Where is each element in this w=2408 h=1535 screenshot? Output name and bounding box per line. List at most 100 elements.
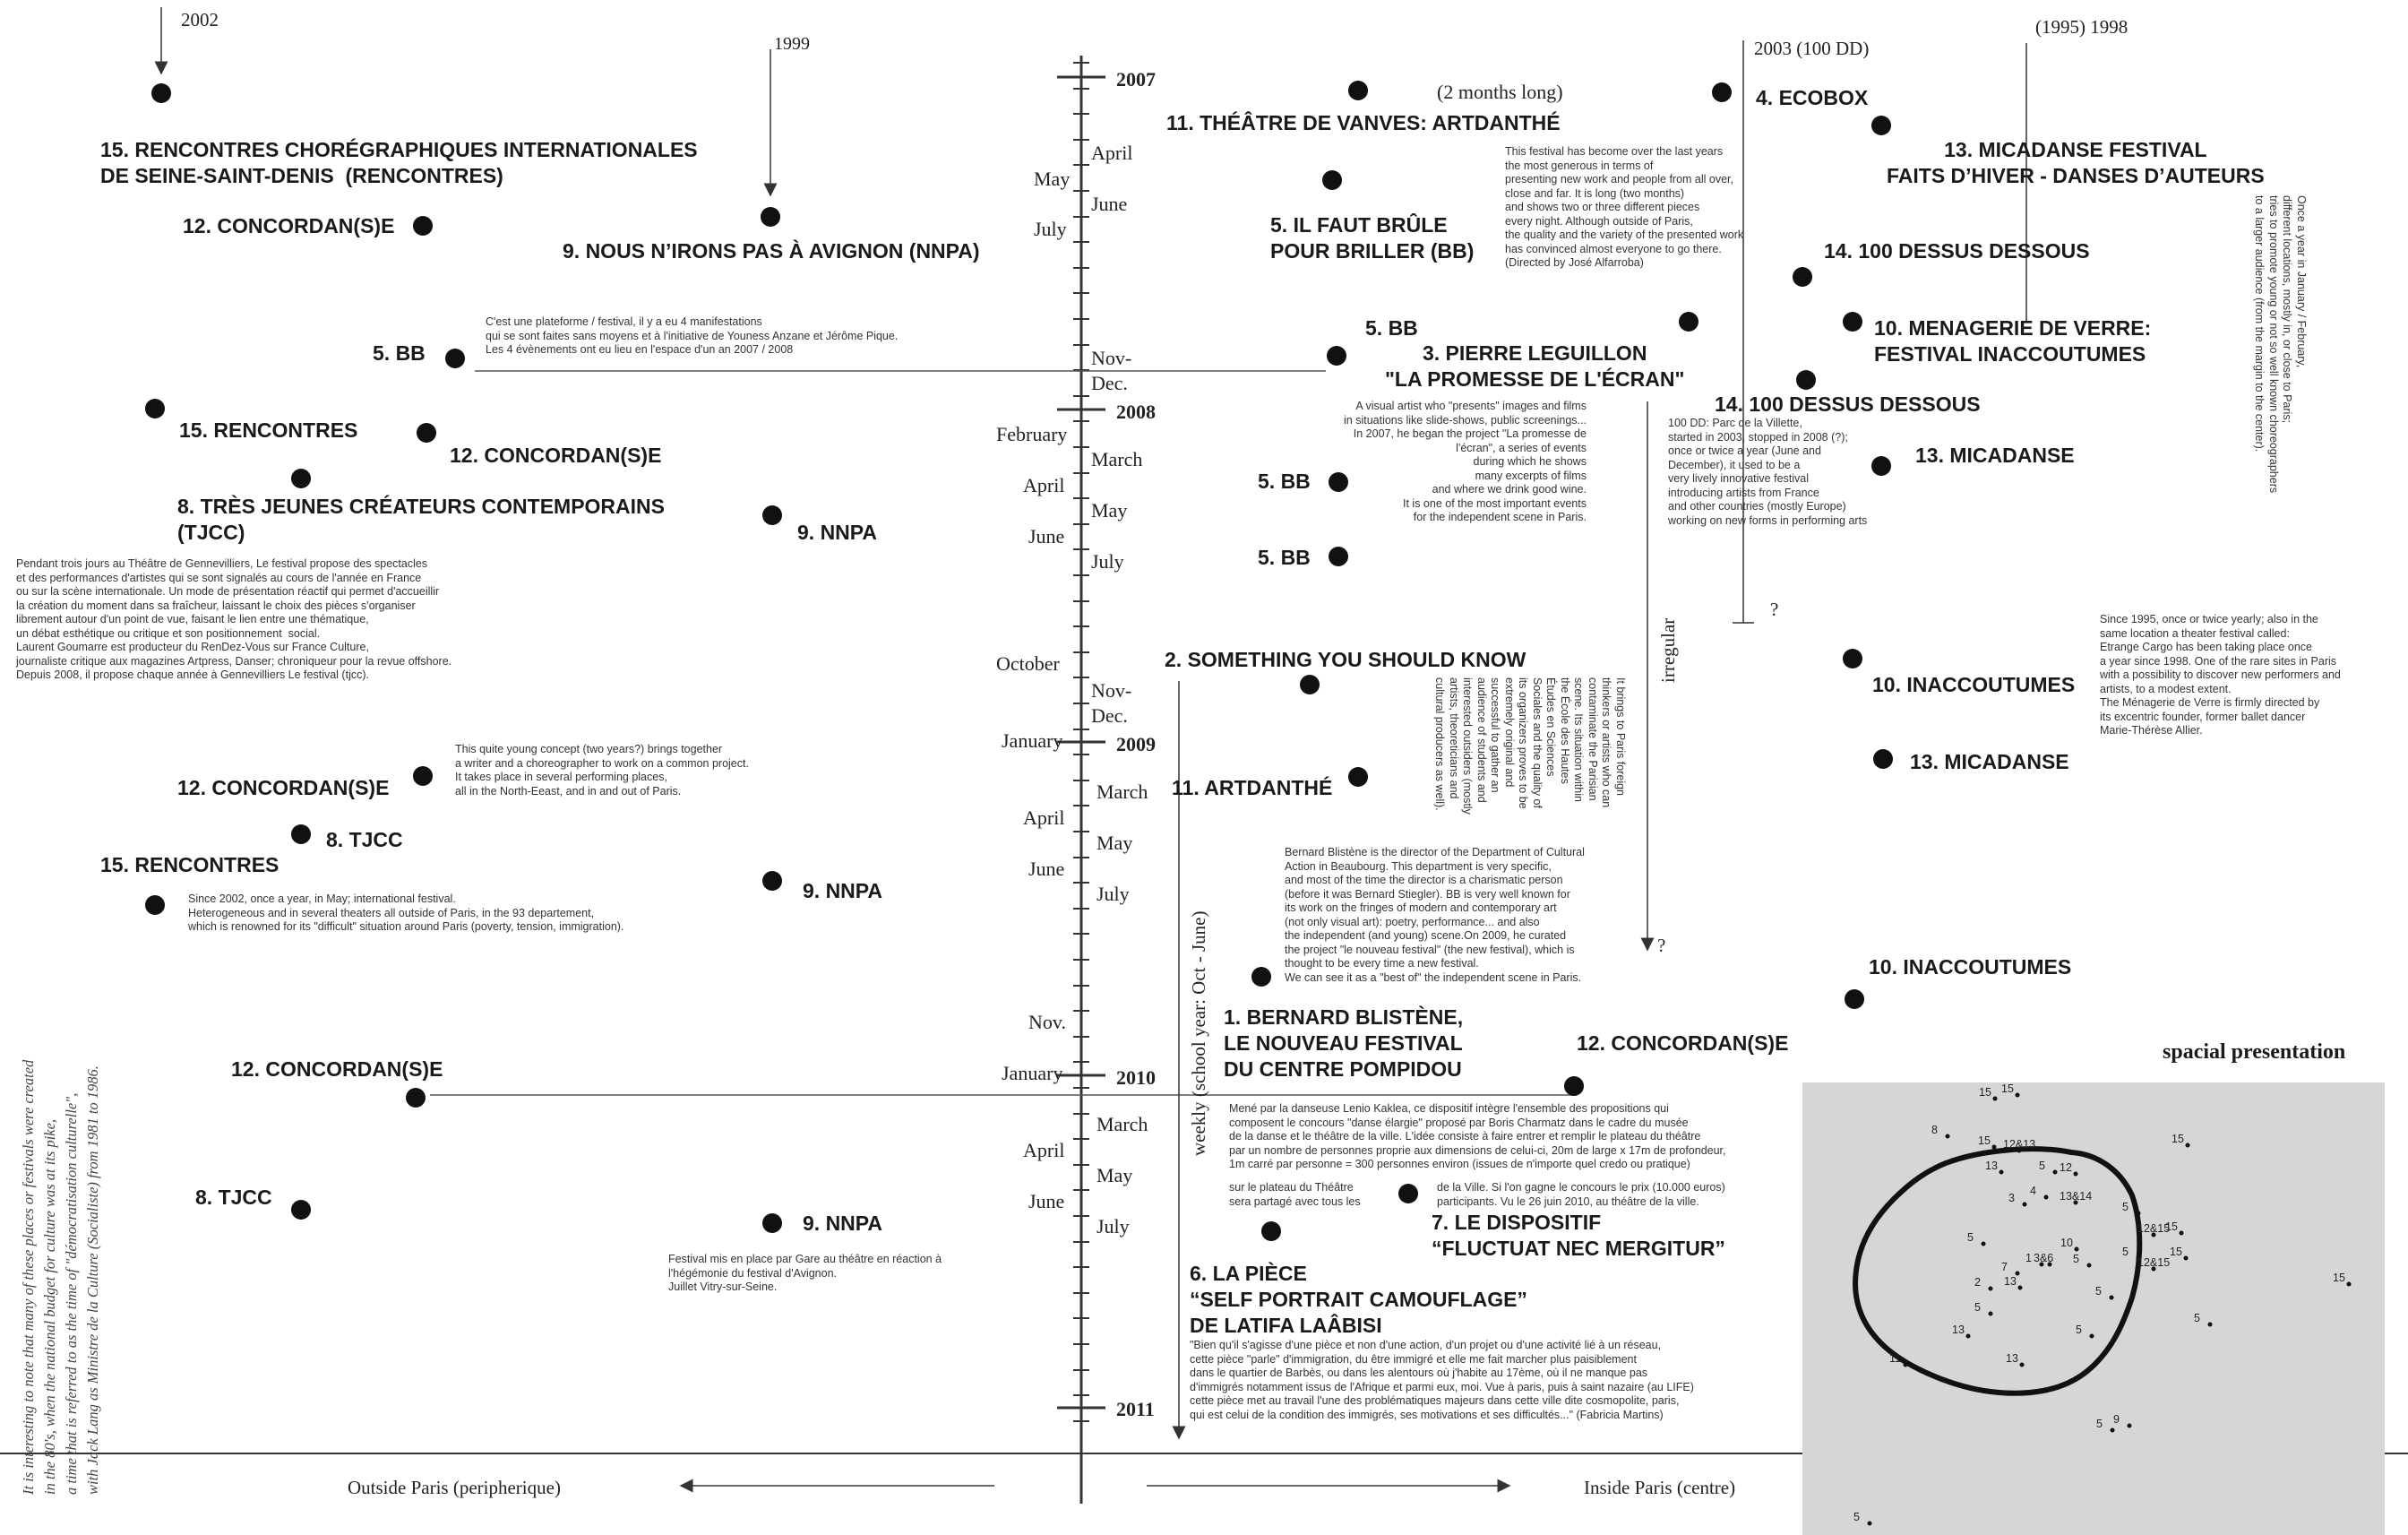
dot-bb-r2 <box>1329 472 1348 492</box>
event-nnpa-full: 9. NOUS N’IRONS PAS À AVIGNON (NNPA) <box>563 239 980 263</box>
map-marker-label: 5 <box>2122 1201 2128 1213</box>
map-marker-label: 15 <box>2001 1082 2014 1095</box>
map-marker-label: 5 <box>2095 1285 2102 1298</box>
question-mark-1: ? <box>1770 599 1779 620</box>
dot-faut-bruler <box>1322 170 1342 190</box>
note-bb: C'est une plateforme / festival, il y a … <box>486 315 899 356</box>
month-april-2009: April <box>1023 806 1065 829</box>
map-marker-dot <box>2109 1295 2114 1300</box>
map-marker-label: 5 <box>1974 1301 1981 1314</box>
note-blistene: Bernard Blistène is the director of the … <box>1285 846 1585 984</box>
event-inaccoutumes-2: 10. INACCOUTUMES <box>1869 955 2072 979</box>
dot-nnpa-2007 <box>761 207 780 227</box>
event-bb-r2: 5. BB <box>1258 470 1311 493</box>
month-oct-2008: October <box>996 652 1060 675</box>
map-marker-label: 15 <box>2172 1133 2184 1145</box>
map-title: spacial presentation <box>2163 1040 2346 1064</box>
marker-2003: 2003 (100 DD) <box>1754 38 1870 59</box>
event-concordanse-3: 12. CONCORDAN(S)E <box>177 776 390 799</box>
event-concordanse-4: 12. CONCORDAN(S)E <box>231 1057 443 1081</box>
event-tjcc-3: 8. TJCC <box>195 1186 272 1209</box>
dot-nnpa-2008 <box>762 505 782 525</box>
map-marker-label: 13&14 <box>2060 1190 2093 1203</box>
outside-paris-label: Outside Paris (peripherique) <box>348 1477 561 1498</box>
year-2009: 2009 <box>1116 733 1156 755</box>
dot-rencontres-2009 <box>145 895 165 915</box>
month-april-2008: April <box>1023 474 1065 496</box>
event-rencontres-3: 15. RENCONTRES <box>100 853 280 876</box>
note-dispositif-c: de la Ville. Si l'on gagne le concours l… <box>1437 1181 1725 1208</box>
map-marker-dot <box>2151 1266 2156 1272</box>
note-rencontres: Since 2002, once a year, in May; interna… <box>188 893 624 933</box>
map-marker-dot <box>2015 1092 2020 1098</box>
month-feb-2008: February <box>996 423 1068 445</box>
dot-something <box>1300 675 1320 694</box>
map-marker-dot <box>1999 1169 2004 1175</box>
map-marker-label: 5 <box>2076 1324 2082 1336</box>
event-faut-bruler: 5. IL FAUT BRÛLE POUR BRILLER (BB) <box>1270 213 1475 263</box>
dot-vanves-2007 <box>1348 81 1368 100</box>
event-micadanse-3: 13. MICADANSE <box>1910 750 2069 773</box>
map-marker-dot <box>1991 1144 1997 1150</box>
map-marker-dot <box>2151 1232 2156 1237</box>
note-nnpa: Festival mis en place par Gare au théâtr… <box>668 1253 942 1293</box>
event-bb-left: 5. BB <box>373 341 426 365</box>
month-july-2008: July <box>1091 550 1124 573</box>
dot-tjcc-2008 <box>291 469 311 488</box>
event-rencontres-2: 15. RENCONTRES <box>179 418 358 442</box>
dot-concordanse-2008 <box>417 423 436 443</box>
map-marker-dot <box>1867 1521 1872 1526</box>
map-marker-label: 5 <box>2194 1312 2200 1324</box>
year-2010: 2010 <box>1116 1066 1156 1089</box>
dot-concordanse-2009 <box>413 766 433 786</box>
map-marker-label: 12&13 <box>2003 1138 2036 1151</box>
map-marker-dot <box>2110 1427 2115 1433</box>
map-marker-dot <box>2052 1169 2058 1175</box>
irregular-label: irregular <box>1657 617 1679 683</box>
event-blistene: 1. BERNARD BLISTÈNE, LE NOUVEAU FESTIVAL… <box>1224 1005 1464 1081</box>
month-june-2008: June <box>1028 525 1065 548</box>
event-concordanse-r: 12. CONCORDAN(S)E <box>1577 1031 1789 1055</box>
dot-rencontres-2007 <box>151 83 171 103</box>
note-menagerie: Since 1995, once or twice yearly; also i… <box>2100 613 2341 737</box>
month-march-2009: March <box>1096 780 1148 803</box>
month-june-2009: June <box>1028 858 1065 880</box>
month-may-2010: May <box>1096 1164 1133 1186</box>
map-marker-dot <box>2185 1143 2190 1148</box>
event-dessus-1: 14. 100 DESSUS DESSOUS <box>1824 239 2090 263</box>
note-dessus: 100 DD: Parc de la Villette, started in … <box>1668 417 1868 527</box>
map-marker-label: 5 <box>2096 1418 2103 1430</box>
month-june-2007: June <box>1091 193 1128 215</box>
side-italic-note: It is interesting to note that many of t… <box>20 1059 101 1495</box>
year-2008: 2008 <box>1116 401 1156 423</box>
map-marker-label: 5 <box>2039 1160 2045 1172</box>
map-marker-label: 3&6 <box>2034 1252 2054 1264</box>
dot-inaccoutumes-2008 <box>1843 649 1862 668</box>
dot-bb-r3 <box>1329 547 1348 566</box>
two-months-note: (2 months long) <box>1437 81 1563 103</box>
map-marker-label: 7 <box>2001 1261 2008 1273</box>
dot-bb-r1 <box>1327 346 1346 366</box>
note-piece: "Bien qu'il s'agisse d'une pièce et non … <box>1190 1339 1694 1421</box>
map-marker-dot <box>2086 1263 2092 1268</box>
event-menagerie: 10. MENAGERIE DE VERRE: FESTIVAL INACCOU… <box>1874 316 2152 366</box>
inside-paris-label: Inside Paris (centre) <box>1584 1477 1736 1498</box>
map-marker-label: 12 <box>2060 1161 2072 1174</box>
map-marker-dot <box>1945 1134 1950 1139</box>
map-marker-dot <box>2136 1255 2141 1261</box>
paris-outline <box>1853 1146 2143 1396</box>
month-april-2007: April <box>1091 142 1133 164</box>
dot-micadanse-2007 <box>1871 116 1891 135</box>
event-ecobox: 4. ECOBOX <box>1756 86 1869 109</box>
map-marker-label: 15 <box>1979 1086 1991 1099</box>
dot-concordanse-r <box>1564 1076 1584 1096</box>
map-marker-dot <box>2073 1200 2078 1205</box>
month-jan-2010: January <box>1002 1062 1063 1084</box>
map-marker-label: 15 <box>2333 1272 2345 1284</box>
month-march-2010: March <box>1096 1113 1148 1135</box>
map-marker-label: 15 <box>2170 1246 2182 1258</box>
map-marker-dot <box>1992 1096 1998 1101</box>
map-marker-dot <box>2017 1148 2022 1153</box>
note-something-vertical: It brings to Paris foreign thinkers or a… <box>1433 677 1628 815</box>
month-may-2009: May <box>1096 832 1133 854</box>
